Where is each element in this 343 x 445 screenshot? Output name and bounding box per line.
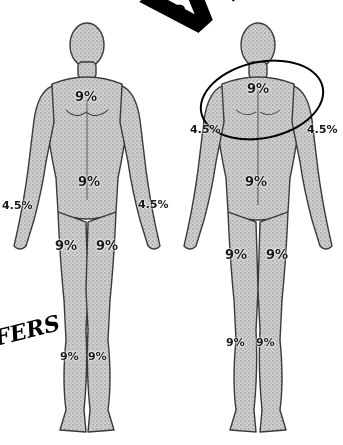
label-front-arm-right: 4.5%: [138, 199, 169, 210]
label-back-shin-left: 9%: [226, 337, 245, 348]
label-back-head: 9%: [247, 83, 269, 96]
label-back-thigh-left: 9%: [225, 249, 247, 262]
label-front-thigh-left: 9%: [55, 240, 77, 253]
back-leg-right: [258, 212, 288, 432]
front-arm-left: [14, 86, 54, 249]
front-arm-right: [120, 86, 160, 249]
back-arm-left: [184, 86, 224, 249]
back-arm-right: [292, 86, 332, 249]
label-back-arm-right: 4.5%: [307, 124, 338, 135]
back-leg-left: [228, 212, 258, 432]
label-back-arm-left: 4.5%: [190, 124, 221, 135]
label-back-shin-right: 9%: [256, 337, 275, 348]
label-front-shin-left: 9%: [60, 351, 79, 362]
label-back-thigh-right: 9%: [266, 249, 288, 262]
label-front-abdomen: 9%: [78, 176, 100, 189]
label-front-shin-right: 9%: [88, 351, 107, 362]
front-figure: [14, 23, 160, 432]
front-neck: [78, 62, 96, 78]
front-head: [70, 23, 104, 67]
label-front-thigh-right: 9%: [96, 240, 118, 253]
label-back-lower: 9%: [245, 176, 267, 189]
label-front-arm-left: 4.5%: [2, 200, 33, 211]
label-front-chest: 9%: [75, 91, 97, 104]
back-neck: [249, 62, 267, 78]
